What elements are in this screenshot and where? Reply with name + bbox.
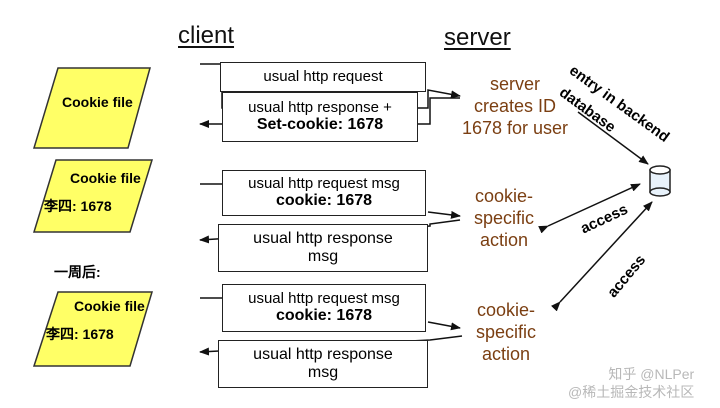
cookie-file-title-1: Cookie file [62,94,133,110]
http-response-line: usual http response + [248,99,392,117]
server-note-line: action [479,229,529,250]
request-arrow-3 [200,297,460,328]
watermark: 知乎 @NLPer @稀土掘金技术社区 [568,366,695,400]
cookie-file-entry-3: 李四: 1678 [46,326,114,342]
one-week-later-label: 一周后: [54,264,101,280]
backend-entry-arrow [577,111,649,165]
database-icon [649,165,671,197]
access-arrow-2 [550,201,653,312]
server-note-cookie-action-2: cookie- specific action [456,300,556,366]
http-response-box-3: usual http response msg [218,340,428,388]
server-note-line: specific [475,321,537,342]
http-response-box-2: usual http response msg [218,224,428,272]
server-note-line: specific [473,207,535,228]
http-response-line: msg [307,364,339,381]
server-header: server [444,24,511,51]
server-note-line: cookie- [476,300,536,320]
server-note-create-id: server creates ID 1678 for user [440,74,590,140]
cookie-file-title-3: Cookie file [74,298,145,314]
cookie-file-shape-1 [32,67,151,149]
server-note-line: 1678 for user [461,117,569,138]
http-request-line: usual http request msg [248,290,400,308]
http-request-box-3: usual http request msg cookie: 1678 [222,284,426,332]
cookie-header-line: cookie: 1678 [275,192,373,210]
cookie-header-line: cookie: 1678 [275,307,373,325]
client-header: client [178,22,235,49]
server-note-cookie-action-1: cookie- specific action [454,186,554,252]
http-response-line: msg [307,248,339,265]
http-response-line: usual http response [253,345,393,363]
server-note-line: action [481,343,531,364]
cookie-file-entry-2: 李四: 1678 [44,198,112,214]
server-note-line: creates ID [473,95,557,116]
request-arrow-2 [200,183,460,216]
http-request-line: usual http request msg [248,175,400,193]
server-note-line: server [489,74,540,94]
set-cookie-line: Set-cookie: 1678 [256,116,384,134]
http-request-box-2: usual http request msg cookie: 1678 [222,170,426,216]
cookie-file-shape-2 [32,159,154,233]
cookie-file-shape-3 [32,291,154,367]
http-request-line: usual http request [263,68,383,86]
http-response-line: usual http response [253,229,393,247]
http-response-box-1: usual http response + Set-cookie: 1678 [222,92,418,142]
server-note-line: cookie- [474,186,534,206]
http-request-box-1: usual http request [220,62,426,92]
cookie-file-title-2: Cookie file [70,170,141,186]
